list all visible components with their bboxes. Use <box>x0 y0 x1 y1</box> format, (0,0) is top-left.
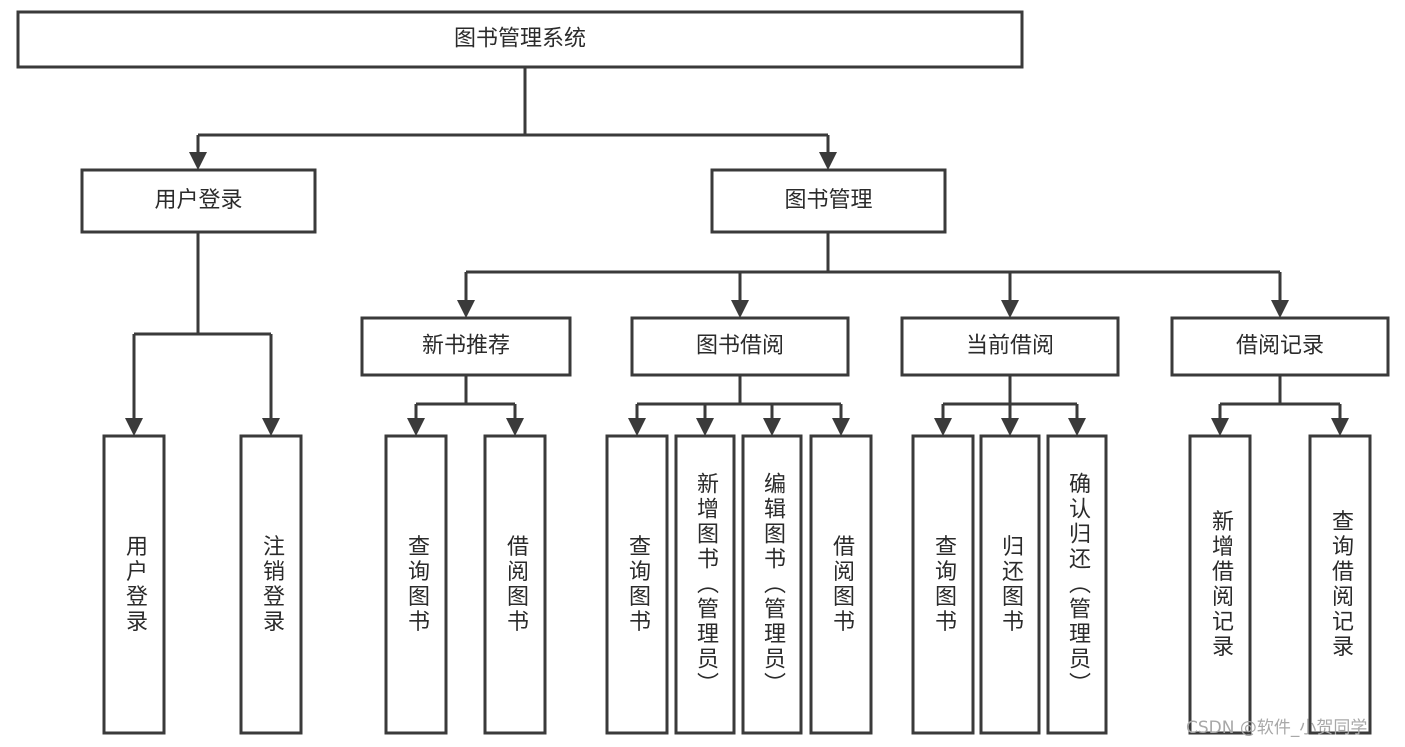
arrow-head-icon <box>125 418 143 436</box>
node-box[interactable] <box>674 434 736 735</box>
node-label: 用户登录 <box>122 535 148 635</box>
arrow-head-icon <box>407 418 425 436</box>
leaf-node-leaf-borrow-book-2[interactable]: 借阅图书 <box>809 434 873 735</box>
node-box[interactable] <box>710 168 947 234</box>
leaf-node-leaf-confirm-return[interactable]: 确认归还（管理员） <box>1046 434 1108 735</box>
node-box[interactable] <box>809 434 873 735</box>
node-label: 图书管理 <box>784 188 872 213</box>
arrow-head-icon <box>696 418 714 436</box>
node-label: 用户登录 <box>154 188 242 213</box>
node-box[interactable] <box>630 316 850 377</box>
node-label: 新增图书（管理员） <box>693 472 719 697</box>
level2-node-user-login[interactable]: 用户登录 <box>80 168 317 234</box>
connector-bookborrow-to-leaves <box>635 375 843 419</box>
leaf-node-leaf-borrow-book-1[interactable]: 借阅图书 <box>483 434 547 735</box>
arrow-head-icon <box>189 152 207 170</box>
node-label: 图书管理系统 <box>454 27 586 52</box>
leaf-node-leaf-query-record[interactable]: 查询借阅记录 <box>1308 434 1372 735</box>
arrow-head-icon <box>1068 418 1086 436</box>
arrow-head-icon <box>506 418 524 436</box>
node-box[interactable] <box>384 434 448 735</box>
level3-node-new-book-rec[interactable]: 新书推荐 <box>360 316 572 377</box>
node-label: 借阅记录 <box>1236 334 1324 359</box>
level2-node-book-manage[interactable]: 图书管理 <box>710 168 947 234</box>
node-box[interactable] <box>900 316 1120 377</box>
node-label: 查询图书 <box>404 535 430 635</box>
node-label: 查询图书 <box>625 535 651 635</box>
node-box[interactable] <box>1308 434 1372 735</box>
leaf-node-leaf-query-book-3[interactable]: 查询图书 <box>911 434 975 735</box>
arrow-head-icon <box>628 418 646 436</box>
arrow-head-icon <box>1211 418 1229 436</box>
nodes-layer: 图书管理系统用户登录图书管理新书推荐图书借阅当前借阅借阅记录用户登录注销登录查询… <box>16 10 1390 735</box>
node-box[interactable] <box>80 168 317 234</box>
arrow-head-icon <box>1001 300 1019 318</box>
leaf-node-leaf-return-book[interactable]: 归还图书 <box>979 434 1041 735</box>
leaf-node-leaf-add-book[interactable]: 新增图书（管理员） <box>674 434 736 735</box>
arrow-head-icon <box>763 418 781 436</box>
level3-node-book-borrow[interactable]: 图书借阅 <box>630 316 850 377</box>
leaf-node-leaf-query-book-1[interactable]: 查询图书 <box>384 434 448 735</box>
node-label: 注销登录 <box>259 535 285 635</box>
arrow-head-icon <box>262 418 280 436</box>
connector-borrowrecord-to-leaves <box>1218 375 1342 419</box>
node-label: 查询借阅记录 <box>1328 510 1354 660</box>
node-label: 借阅图书 <box>503 535 529 635</box>
arrow-head-icon <box>1271 300 1289 318</box>
connector-root-to-level2 <box>196 67 830 153</box>
node-label: 借阅图书 <box>829 535 855 635</box>
connectors-layer <box>125 67 1349 436</box>
connector-userlogin-to-leaves <box>132 232 273 419</box>
node-box[interactable] <box>979 434 1041 735</box>
leaf-node-leaf-user-logout[interactable]: 注销登录 <box>239 434 303 735</box>
node-box[interactable] <box>16 10 1024 69</box>
node-label: 新书推荐 <box>422 334 510 359</box>
node-box[interactable] <box>360 316 572 377</box>
node-box[interactable] <box>102 434 166 735</box>
connector-currentborrow-to-leaves <box>941 375 1079 419</box>
node-box[interactable] <box>911 434 975 735</box>
node-box[interactable] <box>741 434 803 735</box>
arrow-head-icon <box>731 300 749 318</box>
arrow-head-icon <box>1331 418 1349 436</box>
arrow-head-icon <box>934 418 952 436</box>
node-label: 当前借阅 <box>966 334 1054 359</box>
leaf-node-leaf-edit-book[interactable]: 编辑图书（管理员） <box>741 434 803 735</box>
node-box[interactable] <box>605 434 669 735</box>
node-label: 图书借阅 <box>696 334 784 359</box>
level3-node-current-borrow[interactable]: 当前借阅 <box>900 316 1120 377</box>
leaf-node-leaf-query-book-2[interactable]: 查询图书 <box>605 434 669 735</box>
root-node-root[interactable]: 图书管理系统 <box>16 10 1024 69</box>
node-box[interactable] <box>483 434 547 735</box>
node-label: 新增借阅记录 <box>1208 510 1234 660</box>
node-label: 确认归还（管理员） <box>1065 472 1091 697</box>
leaf-node-leaf-add-record[interactable]: 新增借阅记录 <box>1188 434 1252 735</box>
arrow-head-icon <box>1001 418 1019 436</box>
arrow-head-icon <box>819 152 837 170</box>
arrow-head-icon <box>832 418 850 436</box>
connector-newbookrec-to-leaves <box>414 375 517 419</box>
node-box[interactable] <box>1170 316 1390 377</box>
node-label: 查询图书 <box>931 535 957 635</box>
arrow-head-icon <box>457 300 475 318</box>
connector-bookmanage-to-level3 <box>464 232 1282 301</box>
node-label: 编辑图书（管理员） <box>760 472 786 697</box>
node-box[interactable] <box>1046 434 1108 735</box>
node-box[interactable] <box>1188 434 1252 735</box>
node-box[interactable] <box>239 434 303 735</box>
leaf-node-leaf-user-login[interactable]: 用户登录 <box>102 434 166 735</box>
node-label: 归还图书 <box>998 535 1024 635</box>
level3-node-borrow-record[interactable]: 借阅记录 <box>1170 316 1390 377</box>
